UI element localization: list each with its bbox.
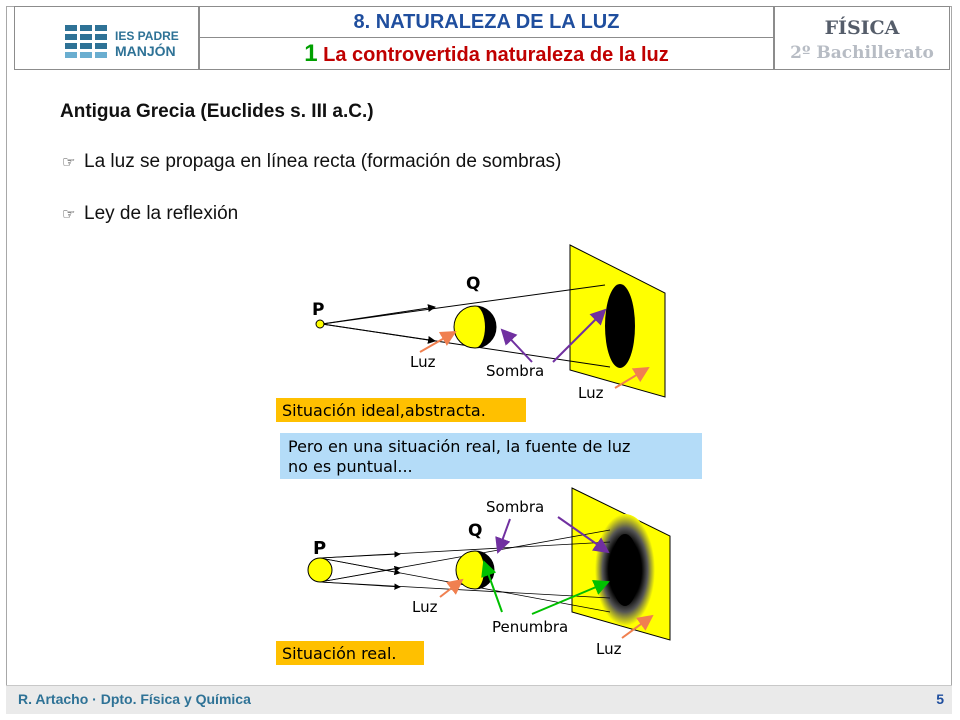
section-number: 1	[304, 40, 318, 67]
arrow-sombra-2	[552, 308, 607, 363]
caption-real-box	[276, 641, 424, 665]
real-diagram: P Q Sombra Luz Penumbra Luz	[307, 487, 671, 658]
ray-arrow	[321, 304, 436, 325]
bullet-item: ☞ La luz se propaga en línea recta (forma…	[62, 151, 561, 173]
label-luz-real-left: Luz	[412, 598, 438, 616]
course-name: 2º Bachillerato	[790, 43, 934, 63]
label-penumbra: Penumbra	[492, 618, 568, 636]
note-box	[280, 433, 702, 479]
extended-source-P	[307, 557, 333, 583]
arrow-luz-left	[419, 331, 457, 353]
umbra-real	[611, 534, 639, 606]
footer-credit: R. Artacho · Dpto. Física y Química	[18, 691, 251, 707]
label-P-real: P	[313, 538, 326, 559]
header-title-box: 8. NATURALEZA DE LA LUZ 1 La controverti…	[199, 6, 774, 70]
caption-ideal-box	[276, 398, 526, 422]
arrow-penumbra-2	[531, 580, 610, 615]
ray-arrow	[321, 323, 436, 344]
arrow-sombra-real-1	[495, 518, 511, 554]
logo-box: IES PADRE MANJÓN	[14, 6, 199, 70]
logo-line-1: IES PADRE	[115, 29, 179, 43]
arrow-sombra-real-2	[557, 516, 610, 554]
object-Q-dark-half	[475, 306, 496, 348]
ray-arrow	[319, 581, 401, 590]
shadow-ideal	[605, 284, 635, 368]
label-luz-ideal-left: Luz	[410, 353, 436, 371]
label-Q-real: Q	[468, 521, 482, 541]
label-sombra-real: Sombra	[486, 498, 544, 516]
label-luz-real-right: Luz	[596, 640, 622, 658]
shadow-diagram: P Q Luz Sombra Luz Situación ideal,abstr…	[276, 244, 702, 665]
subject-name: FÍSICA	[824, 17, 900, 39]
bullet-item: ☞ Ley de la reflexión	[62, 203, 238, 225]
arrow-luz-right	[614, 366, 650, 389]
pointing-hand-icon: ☞	[62, 206, 76, 223]
ray-arrow	[319, 565, 401, 583]
bullet-text: Ley de la reflexión	[84, 203, 239, 224]
footer: R. Artacho · Dpto. Física y Química 5	[6, 685, 952, 714]
note-line-1: Pero en una situación real, la fuente de…	[288, 437, 630, 456]
ideal-diagram: P Q Luz Sombra Luz	[312, 244, 666, 402]
logo-text: IES PADRE MANJÓN	[115, 29, 179, 59]
pointing-hand-icon: ☞	[62, 154, 76, 171]
ray-arrow	[319, 551, 401, 559]
arrow-sombra-1	[500, 328, 533, 363]
label-P-ideal: P	[312, 300, 324, 320]
arrow-penumbra-1	[481, 560, 503, 613]
page-number: 5	[936, 691, 944, 707]
section-title-text: La controvertida naturaleza de la luz	[323, 44, 669, 66]
note-line-2: no es puntual...	[288, 457, 413, 476]
school-logo-icon	[65, 25, 107, 58]
arrow-luz-real-left	[439, 578, 464, 598]
content-heading: Antigua Grecia (Euclides s. III a.C.)	[60, 101, 374, 122]
arrow-luz-real-right	[621, 614, 654, 639]
section-title: 1 La controvertida naturaleza de la luz	[200, 37, 773, 71]
label-luz-ideal-right: Luz	[578, 384, 604, 402]
bullet-text: La luz se propaga en línea recta (formac…	[84, 151, 562, 172]
subject-box: FÍSICA 2º Bachillerato	[774, 6, 950, 70]
label-sombra-ideal: Sombra	[486, 362, 544, 380]
chapter-title: 8. NATURALEZA DE LA LUZ	[200, 7, 773, 38]
ray-line	[321, 284, 606, 325]
caption-ideal: Situación ideal,abstracta.	[282, 401, 486, 420]
logo-line-2: MANJÓN	[115, 43, 176, 59]
point-source-P	[315, 319, 325, 329]
label-Q-ideal: Q	[466, 274, 480, 294]
caption-real: Situación real.	[282, 644, 396, 663]
